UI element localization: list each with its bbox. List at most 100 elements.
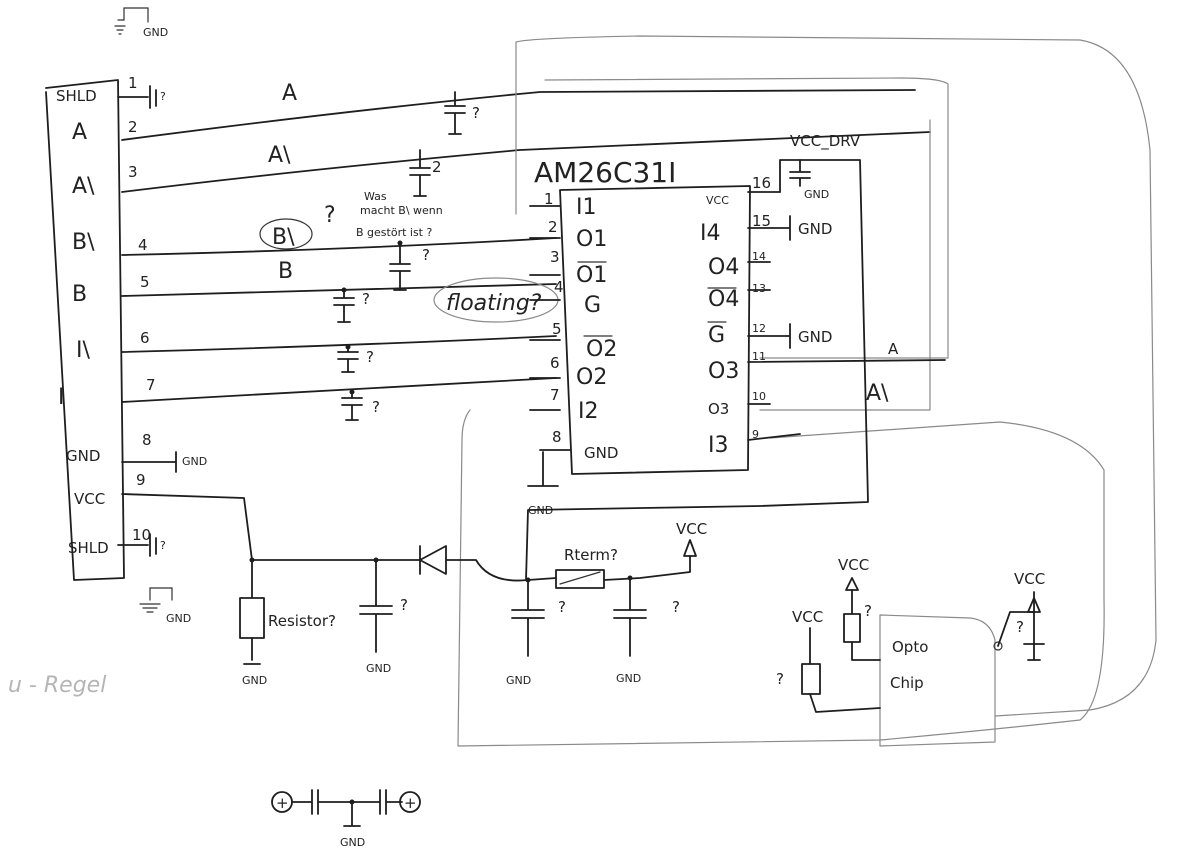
svg-text:GND: GND	[182, 455, 207, 468]
svg-text:macht B\ wenn: macht B\ wenn	[360, 204, 443, 217]
chip-pin-number: 15	[752, 212, 771, 230]
connector-pin-label: SHLD	[56, 87, 97, 105]
svg-text:VCC: VCC	[792, 608, 823, 626]
chip-pin-label: I1	[576, 195, 597, 220]
connector-pin-number: 6	[140, 329, 150, 347]
chip-pin-number: 5	[552, 320, 562, 338]
gnd-symbol-bottom: GND	[139, 587, 191, 625]
chip-pin-label: O3	[708, 400, 729, 418]
svg-text:?: ?	[372, 398, 380, 416]
chip-right-pin-13: O4 13	[707, 282, 766, 312]
chip-right-pin-14: O4 14	[708, 250, 766, 280]
connector-pin-label: GND	[66, 447, 100, 465]
svg-text:GND: GND	[804, 188, 829, 201]
chip-pin-label: VCC	[706, 194, 729, 207]
connector-pin-7: I 7	[58, 376, 156, 410]
chip-pin-label: I4	[700, 221, 721, 246]
svg-text:?: ?	[672, 598, 680, 616]
connector-pin-4: B\ 4	[72, 230, 148, 255]
svg-text:B gestört ist ?: B gestört ist ?	[356, 226, 432, 239]
svg-text:?: ?	[422, 246, 430, 264]
connector-pin-5: B 5	[72, 273, 150, 307]
chip-pin-label: G	[708, 323, 725, 348]
vcc-drv-node: VCC_DRV GND	[525, 132, 869, 581]
shield-cap-label: ?	[160, 90, 166, 103]
connector-pin-number: 7	[146, 376, 156, 394]
chip-pin-number: 14	[752, 250, 766, 263]
pencil-routing	[457, 35, 1157, 747]
chip-right-pins	[747, 191, 946, 441]
connector-pin-3: A\ 3	[72, 163, 138, 199]
svg-text:VCC: VCC	[676, 520, 707, 538]
connector-pin-number: 3	[128, 163, 138, 181]
connector-pin-label: SHLD	[68, 539, 109, 557]
connector-pin-10: SHLD 10	[68, 526, 151, 557]
connector-pin-label: VCC	[74, 490, 105, 508]
chip-pin-label: G	[584, 293, 601, 318]
chip-pin-label: O2	[586, 337, 617, 362]
chip-right-pin-9: I3 9	[708, 428, 759, 458]
chip-pin-label: O4	[708, 255, 739, 280]
chip-right-pin-16: VCC 16	[706, 174, 771, 207]
chip-pin-number: 12	[752, 322, 766, 335]
connector-pin-number: 2	[128, 118, 138, 136]
connector-pin-number: 9	[136, 471, 146, 489]
chip-pin-number: 3	[550, 248, 560, 266]
chip-pin-label: I3	[708, 433, 729, 458]
svg-text:?: ?	[864, 602, 872, 620]
connector-pin-number: 4	[138, 236, 148, 254]
chip-pin-label: GND	[584, 444, 618, 462]
svg-text:VCC: VCC	[838, 556, 869, 574]
svg-text:GND: GND	[506, 674, 531, 687]
chip-name: AM26C31I	[534, 156, 676, 189]
svg-text:A\: A\	[866, 381, 889, 406]
chip-left-pin-1: 1 I1	[544, 190, 597, 220]
svg-text:2: 2	[432, 158, 442, 176]
chip-left-pin-4: 4 G	[554, 278, 601, 318]
bipolar-caps: + + GND	[271, 789, 421, 849]
wire-label-b: B	[278, 259, 293, 284]
connector-pin-number: 10	[132, 526, 151, 544]
svg-text:GND: GND	[616, 672, 641, 685]
chip-pin-number: 8	[552, 428, 562, 446]
b-inv-circle	[259, 218, 313, 250]
wire-label-b-inv: B\	[272, 225, 295, 250]
chip-right-pin-15: I4 15 GND	[700, 212, 832, 246]
svg-text:GND: GND	[798, 328, 832, 346]
chip-left-pin-3: 3 O1	[550, 248, 607, 288]
svg-text:VCC_DRV: VCC_DRV	[790, 132, 861, 151]
signal-wires: A A\ B B\	[121, 81, 931, 403]
chip-left-pin-2: 2 O1	[548, 218, 607, 252]
chip-pin-number: 11	[752, 350, 766, 363]
chip-pin-label: I2	[578, 399, 599, 424]
cap-i-inv: ?	[337, 344, 374, 373]
svg-text:?: ?	[776, 670, 784, 688]
svg-text:GND: GND	[340, 836, 365, 849]
connector-pin-number: 5	[140, 273, 150, 291]
chip-pin-label: O3	[708, 359, 739, 384]
connector-pin-8: GND 8	[66, 431, 152, 465]
svg-text:?: ?	[558, 598, 566, 616]
svg-text:Was: Was	[364, 190, 387, 203]
chip-pin-number: 16	[752, 174, 771, 192]
connector-pin-2: A 2	[72, 118, 138, 145]
connector-gnd-tie: GND	[121, 451, 207, 473]
chip-right-pin-11: O3 11 A	[708, 340, 899, 384]
chip-left-pin-7: 7 I2	[550, 386, 599, 424]
chip-pin-label: O4	[708, 287, 739, 312]
connector-pin-1: SHLD 1	[56, 74, 138, 105]
chip-pin-label: O1	[576, 227, 607, 252]
svg-text:GND: GND	[166, 612, 191, 625]
connector: ? ?	[45, 79, 166, 581]
gnd-top-label: GND	[143, 26, 168, 39]
connector-pin-label: A	[72, 120, 87, 145]
chip-right-pin-10: O3 10 A\	[708, 381, 889, 418]
cap-a: ?	[444, 91, 480, 135]
chip-pin-number: 1	[544, 190, 554, 208]
connector-pin-label: A\	[72, 174, 95, 199]
svg-text:Resistor?: Resistor?	[268, 612, 336, 630]
connector-pin-label: B\	[72, 230, 95, 255]
svg-text:VCC: VCC	[1014, 570, 1045, 588]
chip-pin-number: 7	[550, 386, 560, 404]
